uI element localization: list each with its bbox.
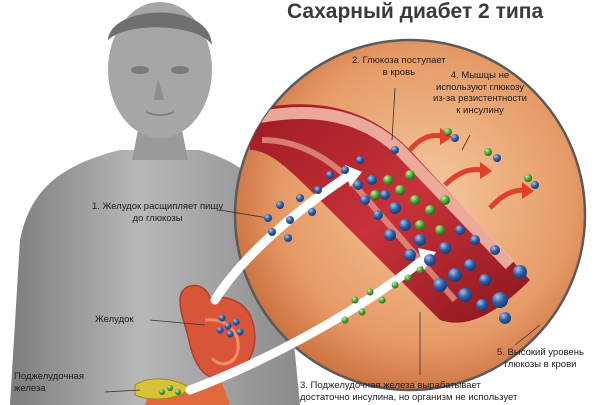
page-title: Сахарный диабет 2 типа [287, 0, 544, 23]
glucose-molecule [464, 259, 476, 271]
label-line: железа [14, 382, 46, 394]
insulin-molecule [341, 316, 349, 324]
glucose-molecule [314, 186, 322, 194]
insulin-molecule [484, 148, 492, 156]
label-line: до глюкозы [132, 212, 183, 224]
label-line: к инсулину [456, 104, 504, 116]
glucose-molecule [360, 195, 370, 205]
label-muscles-resistance: 4. Мышцы не используют глюкозу из-за рез… [433, 70, 527, 116]
glucose-molecule [284, 234, 292, 242]
insulin-molecule [378, 296, 386, 304]
insulin-molecule [370, 190, 380, 200]
label-line: 1. Желудок расщипляет пищу [92, 201, 224, 212]
glucose-molecule [341, 166, 349, 174]
label-stomach-breaks-food: 1. Желудок расщипляет пищу до глюкозы [92, 201, 223, 224]
glucose-molecule [236, 328, 244, 336]
insulin-molecule [415, 220, 425, 230]
insulin-molecule [167, 385, 173, 391]
insulin-molecule [444, 128, 452, 136]
glucose-molecule [373, 210, 383, 220]
label-line: 4. Мышцы не [450, 70, 510, 81]
label-line: 5. Высокий уровень [497, 347, 584, 358]
glucose-molecule [218, 314, 226, 322]
glucose-molecule [384, 229, 396, 241]
glucose-molecule [451, 134, 459, 142]
glucose-molecule [433, 278, 447, 292]
glucose-molecule [391, 146, 399, 154]
glucose-molecule [296, 194, 304, 202]
label-line: из-за резистентности [433, 93, 527, 104]
label-pancreas-insulin: 3. Поджелудочная железа вырабатывает дос… [300, 380, 517, 403]
insulin-molecule [175, 389, 181, 395]
insulin-molecule [440, 195, 450, 205]
glucose-molecule [264, 214, 272, 222]
glucose-molecule [216, 326, 224, 334]
label-line: используют глюкозу [435, 81, 524, 93]
glucose-molecule [326, 171, 334, 179]
magnified-view [233, 38, 587, 392]
glucose-molecule [276, 201, 284, 209]
leader-lines [104, 87, 541, 393]
glucose-molecule [308, 208, 316, 216]
insulin-molecule [425, 205, 435, 215]
glucose-molecule [448, 268, 462, 282]
glucose-molecule [380, 190, 390, 200]
insulin-molecule [358, 308, 366, 316]
glucose-molecule [455, 225, 465, 235]
glucose-molecule [224, 322, 232, 330]
label-line: Поджелудочная [14, 371, 84, 382]
glucose-molecule [356, 156, 364, 164]
insulin-molecule [395, 185, 405, 195]
label-glucose-enters-blood: 2. Глюкоза поступает в кровь [352, 55, 446, 78]
label-line: 2. Глюкоза поступает [352, 55, 446, 66]
glucose-molecule [232, 318, 240, 326]
glucose-molecule [389, 202, 401, 214]
glucose-molecule [226, 330, 234, 338]
label-high-blood-glucose: 5. Высокий уровень глюкозы в крови [497, 347, 584, 370]
glucose-molecule [493, 154, 501, 162]
glucose-molecule [458, 288, 472, 302]
glucose-molecule [513, 265, 527, 279]
insulin-molecule [391, 281, 399, 289]
glucose-molecule [531, 181, 539, 189]
glucose-molecule [439, 242, 451, 254]
insulin-molecule [404, 274, 412, 282]
glucose-molecule [492, 292, 508, 308]
glucose-molecule [414, 234, 426, 246]
insulin-molecule [159, 389, 165, 395]
label-line: 3. Поджелудочная железа вырабатывает [300, 380, 481, 391]
molecules [159, 128, 539, 395]
insulin-molecule [410, 195, 420, 205]
glucose-molecule [476, 299, 488, 311]
label-pancreas: Поджелудочная железа [14, 371, 84, 394]
label-line: достаточно инсулина, но организм не испо… [300, 391, 518, 403]
glucose-molecule [490, 245, 500, 255]
muscle-arrows [408, 128, 534, 210]
glucose-molecule [268, 228, 276, 236]
glucose-molecule [367, 175, 377, 185]
glucose-molecule [424, 254, 436, 266]
glucose-molecule [286, 216, 294, 224]
label-line: глюкозы в крови [504, 358, 577, 370]
insulin-molecule [435, 225, 445, 235]
insulin-molecule [383, 175, 393, 185]
label-line: в кровь [382, 66, 416, 78]
insulin-molecule [366, 288, 374, 296]
label-stomach: Желудок [95, 314, 134, 325]
glucose-molecule [499, 312, 511, 324]
insulin-molecule [416, 266, 424, 274]
insulin-molecule [524, 174, 532, 182]
glucose-molecule [479, 274, 491, 286]
insulin-molecule [351, 296, 359, 304]
glucose-molecule [353, 180, 363, 190]
glucose-molecule [399, 219, 411, 231]
glucose-molecule [470, 235, 480, 245]
insulin-molecule [405, 170, 415, 180]
glucose-molecule [404, 249, 416, 261]
